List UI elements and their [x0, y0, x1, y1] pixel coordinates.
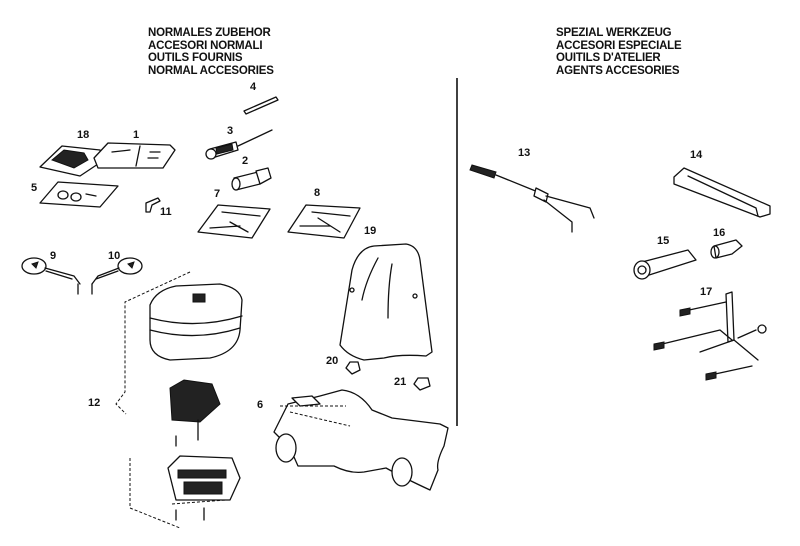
callout-1: 1	[133, 129, 140, 141]
screwdriver-drawing	[205, 129, 273, 160]
heading-line: NORMAL ACCESORIES	[148, 64, 274, 77]
callout-2: 2	[242, 155, 249, 167]
callout-8: 8	[314, 187, 321, 199]
socket-spanner-drawing	[231, 167, 272, 191]
heading-line: OUITILS D'ATELIER	[556, 52, 661, 64]
tool-pouch-drawing	[93, 142, 176, 169]
right-mirror-drawing	[91, 257, 143, 295]
left-mirror-drawing	[21, 257, 81, 295]
guide-cone-drawing	[710, 239, 743, 259]
drift-drawing	[633, 249, 697, 280]
callout-14: 14	[690, 149, 703, 161]
callout-21: 21	[394, 376, 407, 388]
callout-12: 12	[88, 397, 101, 409]
holding-tool-drawing	[673, 167, 771, 218]
callout-18: 18	[77, 129, 90, 141]
callout-13: 13	[518, 147, 531, 159]
callout-7: 7	[214, 188, 221, 200]
callout-15: 15	[657, 235, 670, 247]
callout-17: 17	[700, 286, 713, 298]
callout-11: 11	[160, 206, 172, 218]
support-stand-drawing	[653, 291, 767, 381]
grommet-21-drawing	[413, 377, 431, 391]
key-drawing	[145, 197, 161, 213]
windscreen-drawing	[339, 243, 433, 361]
special-tools-heading: SPEZIAL WERKZEUG ACCESORI ESPECIALE OUIT…	[556, 27, 682, 77]
callout-19: 19	[364, 225, 377, 237]
parts-bag-8-drawing	[287, 204, 361, 239]
heading-line: SPEZIAL WERKZEUG	[556, 27, 672, 39]
top-case-drawing	[115, 271, 243, 529]
callout-3: 3	[227, 125, 234, 137]
puller-tool-drawing	[469, 164, 595, 233]
callout-6: 6	[257, 399, 264, 411]
callout-10: 10	[108, 250, 121, 262]
heading-line: ACCESORI ESPECIALE	[556, 39, 682, 52]
callout-4: 4	[250, 81, 257, 93]
heading-line: ACCESORI NORMALI	[148, 39, 263, 52]
grommet-20-drawing	[345, 361, 361, 375]
callout-5: 5	[31, 182, 38, 194]
document-bag-drawing	[39, 181, 119, 208]
heading-line: OUTILS FOURNIS	[148, 52, 243, 64]
handlebar-cover-drawing	[273, 389, 449, 491]
heading-line: NORMALES ZUBEHOR	[148, 27, 271, 39]
callout-16: 16	[713, 227, 726, 239]
normal-accessories-heading: NORMALES ZUBEHOR ACCESORI NORMALI OUTILS…	[148, 27, 274, 77]
heading-line: AGENTS ACCESORIES	[556, 64, 680, 77]
tommy-bar-drawing	[243, 96, 279, 115]
callout-20: 20	[326, 355, 339, 367]
parts-bag-7-drawing	[197, 204, 271, 239]
callout-9: 9	[50, 250, 57, 262]
spare-parts-bag-drawing	[39, 145, 105, 177]
